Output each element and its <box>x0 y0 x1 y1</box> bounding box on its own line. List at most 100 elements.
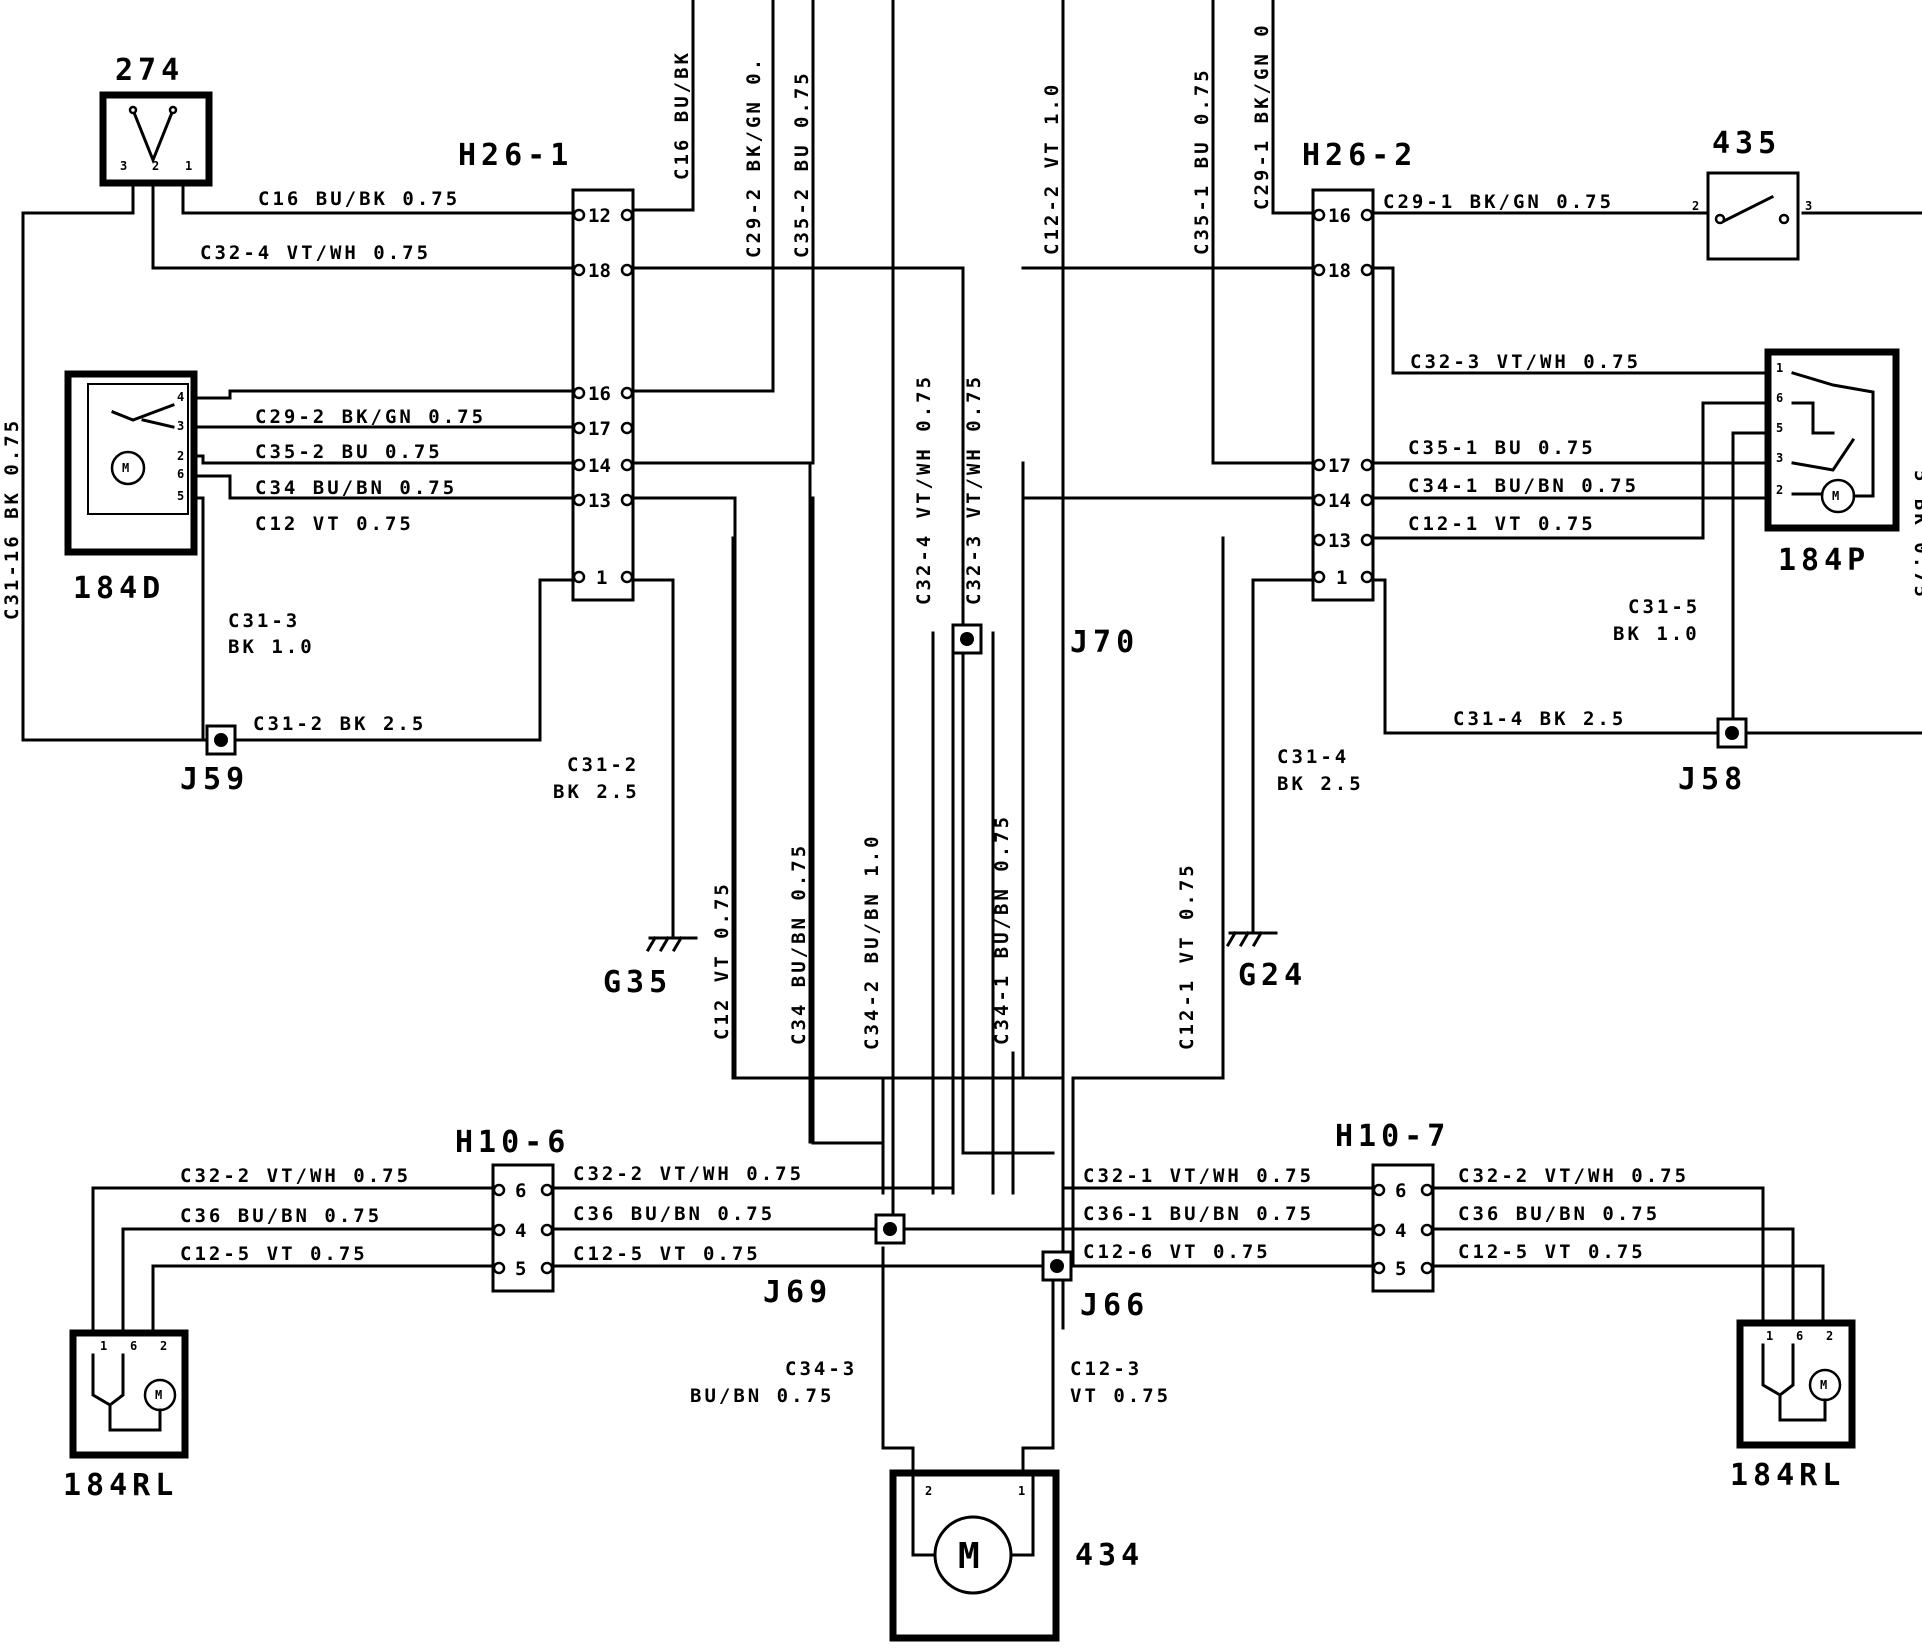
motor-icon <box>933 1515 1013 1595</box>
pin-14: 14 <box>1328 490 1351 512</box>
pin-label: 2 <box>177 449 184 463</box>
wire-label: C32-4 VT/WH 0.75 <box>200 242 431 264</box>
label-h10-6: H10-6 <box>455 1125 570 1160</box>
pin-label: 6 <box>177 467 184 481</box>
connector-h10-6: H10-6 6 4 5 <box>455 1125 570 1293</box>
wire-label: C32-1 VT/WH 0.75 <box>1083 1165 1314 1187</box>
motor-icon <box>110 450 146 486</box>
pin-label: 3 <box>120 159 127 173</box>
motor-glyph: M <box>155 1388 162 1402</box>
pin-label: 3 <box>1776 451 1783 465</box>
pin-label: 1 <box>185 159 192 173</box>
wire-label: C34-3 <box>785 1358 857 1380</box>
label-g35: G35 <box>603 965 672 1000</box>
pin-18: 18 <box>1328 260 1351 282</box>
pin-18: 18 <box>588 260 611 282</box>
wire-label: BK 1.0 <box>228 636 315 658</box>
component-435: 435 2 3 <box>1692 126 1812 261</box>
pin-5: 5 <box>1395 1258 1406 1280</box>
pin-label: 3 <box>177 419 184 433</box>
label-j59: J59 <box>180 762 249 797</box>
component-184rl-right: 184RL 1 6 2 M <box>1730 1319 1856 1493</box>
connector-h26-2: H26-2 16 18 17 14 13 1 <box>1302 138 1417 602</box>
pin-5: 5 <box>515 1258 526 1280</box>
label-184d: 184D <box>73 571 165 606</box>
wire-label: BK 1.0 <box>1613 623 1700 645</box>
wire-label: C32-3 VT/WH 0.75 <box>963 374 985 605</box>
pin-label: 5 <box>177 489 184 503</box>
wire-label: C12-3 <box>1070 1358 1142 1380</box>
wire-label: C32-2 VT/WH 0.75 <box>573 1163 804 1185</box>
connector-h10-7: H10-7 6 4 5 <box>1335 1119 1445 1293</box>
wires <box>21 0 1922 1475</box>
component-274: 274 3 2 1 <box>99 53 213 187</box>
wire-label: C36-1 BU/BN 0.75 <box>1083 1203 1314 1225</box>
wire-label: C34-1 BU/BN 0.75 <box>1408 475 1639 497</box>
pin-label: 6 <box>130 1339 137 1353</box>
ground-g35: G35 <box>603 926 698 1000</box>
label-184p: 184P <box>1778 543 1870 578</box>
wire-label: C31-3 <box>228 610 300 632</box>
pin-label: 1 <box>100 1339 107 1353</box>
pin-label: 6 <box>1776 391 1783 405</box>
wire-label: C12 VT 0.75 <box>711 881 733 1040</box>
label-435: 435 <box>1712 126 1781 161</box>
wire-label: C31-4 BK 2.5 <box>1453 708 1626 730</box>
wire-label: C35-1 BU 0.75 <box>1191 67 1213 255</box>
wire-label: C16 BU/BK <box>671 50 693 180</box>
wire-label: C31-16 BK 0.75 <box>1 418 23 620</box>
pin-17: 17 <box>1328 455 1351 477</box>
wire-label: C34-1 BU/BN 0.75 <box>991 814 1013 1045</box>
component-434: 2 1 M 434 <box>889 1469 1139 1642</box>
label-274: 274 <box>115 53 184 88</box>
pin-17: 17 <box>588 418 611 440</box>
component-184d: 184D 4 3 2 6 5 M <box>64 370 198 606</box>
label-h26-2: H26-2 <box>1302 138 1417 173</box>
wire-label: C35-2 BU 0.75 <box>791 70 813 258</box>
pin-16: 16 <box>588 383 611 405</box>
wire-label: C32-2 VT/WH 0.75 <box>1458 1165 1689 1187</box>
wire-label: BK 2.5 <box>1277 773 1364 795</box>
pin-1: 1 <box>596 567 607 589</box>
pin-label: 2 <box>160 1339 167 1353</box>
wire-label: C32-2 VT/WH 0.75 <box>180 1165 411 1187</box>
wire-label: C34-2 BU/BN 1.0 <box>861 833 883 1050</box>
pin-label: 5 <box>1776 421 1783 435</box>
label-j69: J69 <box>763 1275 832 1310</box>
wire-label: C29-2 BK/GN 0. <box>743 56 765 258</box>
wire-label: C12-1 VT 0.75 <box>1176 862 1198 1050</box>
pin-label: 6 <box>1796 1329 1803 1343</box>
wire-label: C12-5 VT 0.75 <box>1458 1241 1646 1263</box>
wire-label: C34 BU/BN 0.75 <box>255 477 457 499</box>
splice-j69: J69 <box>763 1213 906 1310</box>
wire-label: C32-3 VT/WH 0.75 <box>1410 351 1641 373</box>
pin-label: 2 <box>1692 199 1699 213</box>
wire-label: C12-6 VT 0.75 <box>1083 1241 1271 1263</box>
pin-14: 14 <box>588 455 611 477</box>
pin-4: 4 <box>515 1220 526 1242</box>
label-h26-1: H26-1 <box>458 138 573 173</box>
motor-glyph: M <box>1832 489 1839 503</box>
pin-label: 4 <box>177 390 184 404</box>
wire-label: C12 VT 0.75 <box>255 513 414 535</box>
wire-label: BK 2.5 <box>553 781 640 803</box>
pin-label: 1 <box>1776 361 1783 375</box>
label-j70: J70 <box>1070 625 1139 660</box>
splice-j70: J70 <box>951 623 1139 660</box>
pin-6: 6 <box>515 1180 526 1202</box>
pin-4: 4 <box>1395 1220 1406 1242</box>
wire-label: C12-5 VT 0.75 <box>573 1243 761 1265</box>
wire-label: VT 0.75 <box>1070 1385 1171 1407</box>
wire-label: C36 BU/BN 0.75 <box>573 1203 775 1225</box>
motor-glyph: M <box>122 461 129 475</box>
wire-labels-horizontal: C16 BU/BK 0.75 C32-4 VT/WH 0.75 C29-2 BK… <box>180 188 1700 1407</box>
component-184p: 184P 1 6 5 3 2 M <box>1764 348 1900 578</box>
wire-label: C34 BU/BN 0.75 <box>788 843 810 1045</box>
wire-label: BU/BN 0.75 <box>690 1385 834 1407</box>
wire-label: C31-2 BK 2.5 <box>253 713 426 735</box>
wire-label: C16 BU/BK 0.75 <box>258 188 460 210</box>
pin-13: 13 <box>1328 530 1351 552</box>
label-g24: G24 <box>1238 958 1307 993</box>
wire-label: C29-1 BK/GN 0 <box>1251 22 1273 210</box>
